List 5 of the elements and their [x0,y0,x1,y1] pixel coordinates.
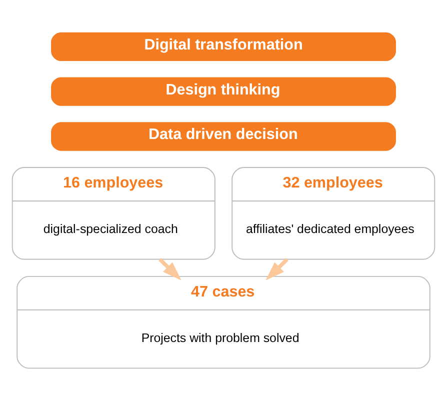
arrow [266,258,288,280]
arrow [158,258,182,280]
node-box: Data driven decision [51,122,396,151]
node-box: Design thinking [51,77,396,106]
node-box: Digital transformation [51,32,396,61]
